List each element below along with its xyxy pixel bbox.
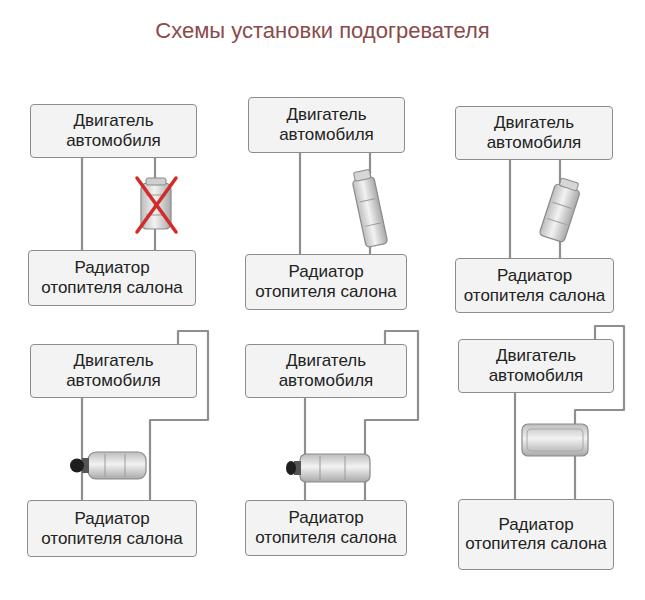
heater-tilted — [351, 169, 388, 248]
engine-box: Двигатель автомобиля — [455, 106, 613, 160]
engine-box: Двигатель автомобиля — [245, 344, 407, 398]
engine-box: Двигатель автомобиля — [458, 339, 614, 393]
radiator-box: Радиатор отопителя салона — [27, 500, 197, 557]
box-label: Двигатель автомобиля — [38, 111, 190, 150]
diagram-title: Схемы установки подогревателя — [0, 18, 645, 44]
box-label: Двигатель автомобиля — [38, 351, 190, 390]
coolant-pipe — [509, 160, 511, 258]
box-label: Радиатор отопителя салона — [36, 509, 188, 548]
heater-crossed — [137, 178, 176, 232]
engine-box: Двигатель автомобиля — [30, 344, 197, 398]
heater-tilted — [539, 177, 583, 243]
engine-box: Двигатель автомобиля — [248, 97, 405, 153]
radiator-box: Радиатор отопителя салона — [245, 500, 407, 556]
heater-horizontal — [286, 454, 370, 482]
radiator-box: Радиатор отопителя салона — [458, 499, 614, 570]
coolant-pipe — [304, 398, 306, 500]
box-label: Радиатор отопителя салона — [252, 508, 400, 547]
heater-box — [522, 424, 588, 456]
coolant-pipe — [299, 153, 301, 254]
box-label: Двигатель автомобиля — [462, 113, 606, 152]
box-label: Двигатель автомобиля — [465, 346, 607, 385]
coolant-pipe — [81, 398, 83, 500]
radiator-box: Радиатор отопителя салона — [245, 254, 407, 310]
box-label: Двигатель автомобиля — [252, 351, 400, 390]
radiator-box: Радиатор отопителя салона — [28, 250, 196, 306]
coolant-pipe — [514, 393, 516, 499]
box-label: Радиатор отопителя салона — [252, 262, 400, 301]
coolant-pipe — [81, 158, 83, 250]
box-label: Радиатор отопителя салона — [36, 258, 188, 297]
heater-horizontal — [70, 452, 146, 479]
engine-box: Двигатель автомобиля — [30, 104, 197, 158]
box-label: Радиатор отопителя салона — [465, 515, 607, 554]
radiator-box: Радиатор отопителя салона — [455, 258, 614, 313]
box-label: Радиатор отопителя салона — [462, 266, 607, 305]
box-label: Двигатель автомобиля — [255, 105, 398, 144]
